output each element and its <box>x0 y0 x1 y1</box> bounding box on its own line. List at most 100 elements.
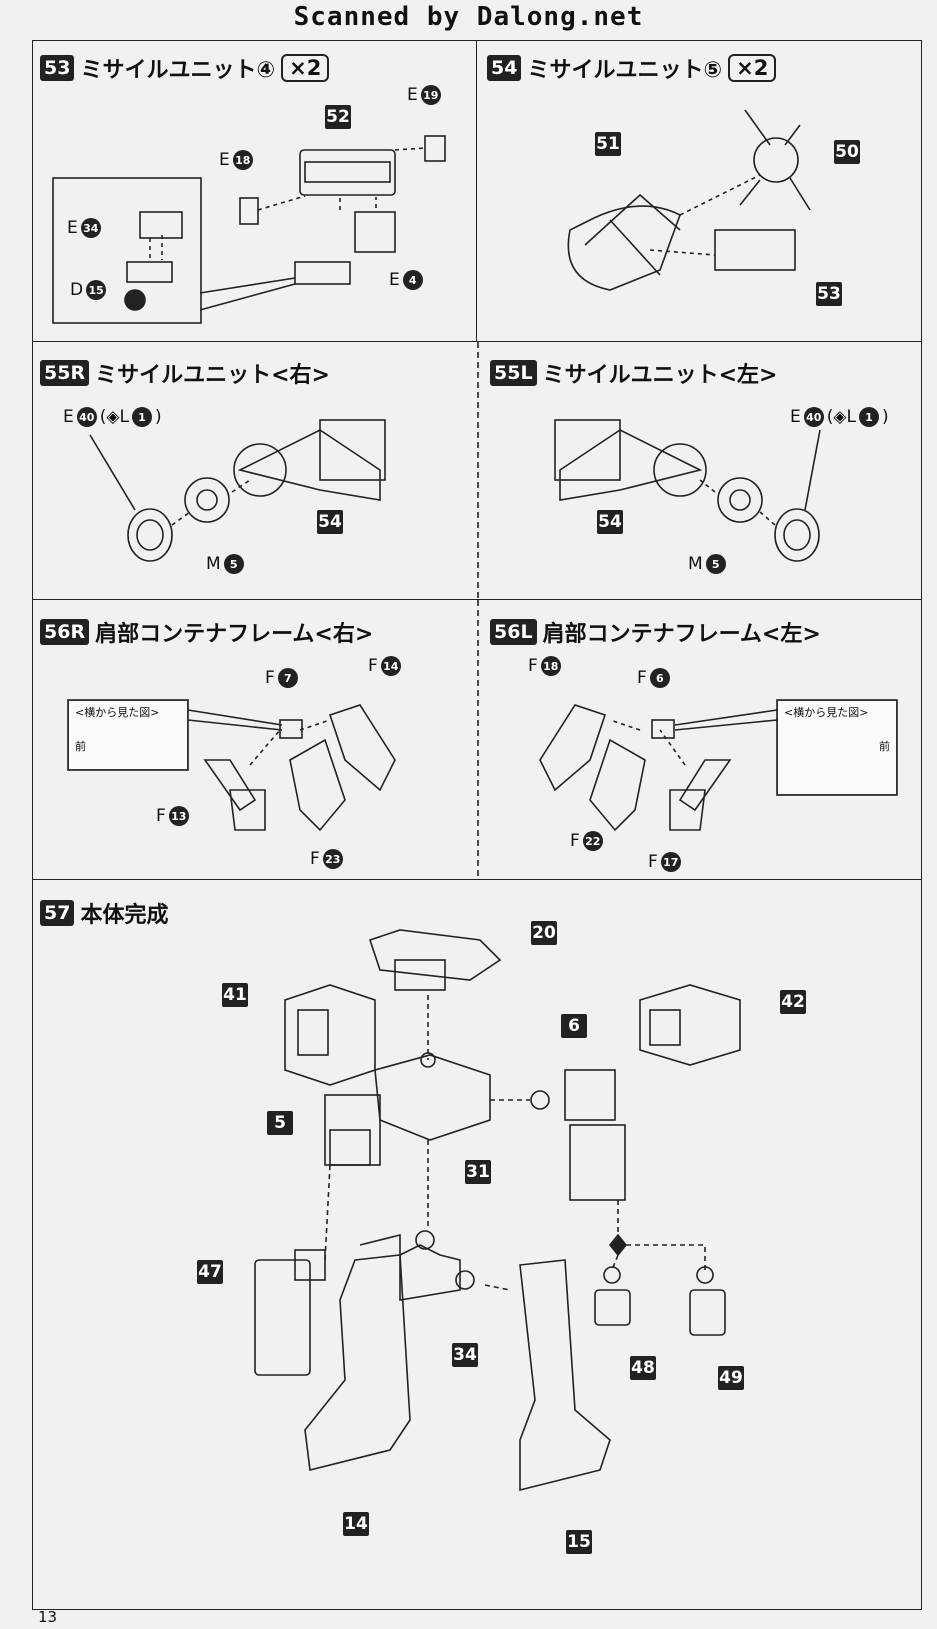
step-title-text: ミサイルユニット<右> <box>95 363 330 388</box>
part-m5-drawing-l <box>717 477 763 523</box>
step-55r-title: 55R ミサイルユニット<右> <box>40 357 330 389</box>
runner-letter: E <box>63 407 74 427</box>
runner-letter: M <box>206 554 221 574</box>
panel-step-55 <box>32 342 922 600</box>
part-34-drawing <box>359 1233 461 1301</box>
part-14-drawing <box>304 1254 411 1471</box>
part-e19-drawing <box>424 135 446 162</box>
part-circle: 15 <box>86 280 107 300</box>
side-view-note-l-text: <横から見た図> 前 <box>777 700 897 795</box>
panel-step-56 <box>32 600 922 880</box>
part-circle: 1 <box>131 407 152 427</box>
part-circle: 23 <box>322 849 343 869</box>
part-f23-drawing <box>289 738 346 832</box>
part-f6-drawing <box>651 719 675 739</box>
part-47-drawing <box>254 1259 311 1376</box>
alt-part-prefix: (◈L <box>99 407 129 427</box>
part-53-drawing <box>714 229 796 271</box>
step-title-text: 肩部コンテナフレーム<左> <box>542 622 821 647</box>
alt-part-suffix: ) <box>881 407 889 427</box>
part-number-47: 47 <box>197 1260 223 1284</box>
runner-letter: F <box>648 852 658 872</box>
step-number: 56R <box>40 619 90 645</box>
part-49-drawing <box>689 1289 726 1336</box>
part-number-34: 34 <box>452 1343 478 1367</box>
part-circle: 7 <box>277 668 298 688</box>
note-title: <横から見た図> <box>784 706 869 719</box>
runner-letter: F <box>156 806 166 826</box>
part-54-drawing-l <box>559 429 703 501</box>
part-circle: 17 <box>660 852 681 872</box>
step-number: 56L <box>490 619 537 645</box>
part-15-drawing <box>519 1259 611 1492</box>
step-number: 53 <box>40 55 75 81</box>
runner-letter: E <box>219 150 230 170</box>
part-f22-drawing <box>589 738 646 832</box>
multiplier-badge: ×2 <box>728 54 777 82</box>
part-42-drawing <box>639 984 741 1066</box>
runner-letter: E <box>790 407 801 427</box>
runner-letter: F <box>528 656 538 676</box>
step-56r-title: 56R 肩部コンテナフレーム<右> <box>40 616 373 648</box>
part-circle: 22 <box>582 831 603 851</box>
part-number-5: 5 <box>267 1111 293 1135</box>
part-f13-drawing <box>203 759 266 831</box>
part-number-53: 53 <box>816 282 842 306</box>
part-circle: 18 <box>232 150 253 170</box>
part-number-49: 49 <box>718 1366 744 1390</box>
part-31-drawing <box>374 1054 491 1141</box>
part-label-e40-l: E 40 (◈L 1 ) <box>790 407 889 427</box>
part-circle: 19 <box>420 85 441 105</box>
part-e40-drawing-r <box>127 508 173 562</box>
part-f14-drawing <box>328 704 396 792</box>
step-number: 55L <box>490 360 537 386</box>
part-m5-drawing-r <box>184 477 230 523</box>
runner-letter: D <box>70 280 84 300</box>
part-circle: 6 <box>649 668 670 688</box>
note-front-label: 前 <box>75 740 86 753</box>
step-57-title: 57 本体完成 <box>40 897 168 929</box>
multiplier-badge: ×2 <box>281 54 330 82</box>
part-circle: 40 <box>76 407 97 427</box>
part-51-drawing <box>567 205 681 291</box>
runner-letter: F <box>310 849 320 869</box>
part-number-52: 52 <box>325 105 351 129</box>
part-20-drawing <box>368 929 502 981</box>
part-f17-drawing <box>669 759 732 831</box>
scan-credit: Scanned by Dalong.net <box>293 2 644 32</box>
step-title-text: 本体完成 <box>80 903 169 928</box>
part-circle: 1 <box>858 407 879 427</box>
note-title: <横から見た図> <box>75 706 160 719</box>
part-circle: 4 <box>402 270 423 290</box>
part-6-drawing <box>564 1069 616 1121</box>
part-54-drawing-r <box>237 429 381 501</box>
step-53-title: 53 ミサイルユニット④ ×2 <box>40 52 330 84</box>
part-number-15: 15 <box>566 1530 592 1554</box>
step-title-text: ミサイルユニット⑤ <box>527 58 723 83</box>
inset-box <box>52 177 202 324</box>
part-number-42: 42 <box>780 990 806 1014</box>
part-number-54-r: 54 <box>317 510 343 534</box>
part-label-e40-r: E 40 (◈L 1 ) <box>63 407 162 427</box>
runner-letter: E <box>389 270 400 290</box>
part-number-20: 20 <box>531 921 557 945</box>
alt-part-suffix: ) <box>154 407 162 427</box>
runner-letter: E <box>407 85 418 105</box>
page-number: 13 <box>38 1608 58 1626</box>
part-e4-drawing <box>294 261 351 285</box>
side-view-note-r-text: <横から見た図> 前 <box>68 700 188 770</box>
panel-step-54 <box>477 40 922 342</box>
step-number: 54 <box>487 55 522 81</box>
